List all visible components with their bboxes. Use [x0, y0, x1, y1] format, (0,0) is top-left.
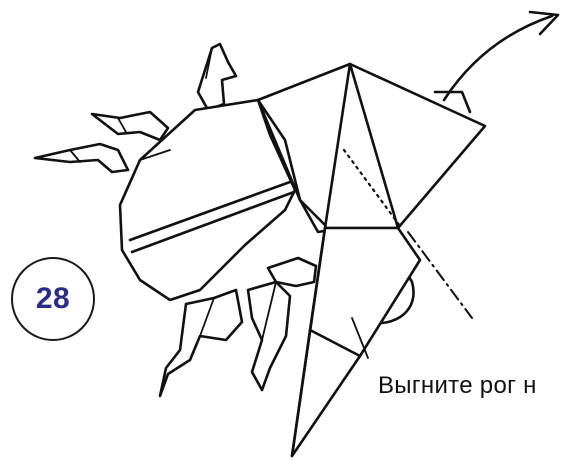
instruction-text: Выгните рог н [378, 372, 537, 400]
step-number-badge: 28 [11, 257, 95, 341]
mountain-fold-line [408, 232, 472, 318]
step-number: 28 [36, 282, 70, 316]
beetle-head [325, 64, 485, 228]
curved-arrow [444, 12, 558, 100]
beetle-horn [292, 228, 420, 456]
